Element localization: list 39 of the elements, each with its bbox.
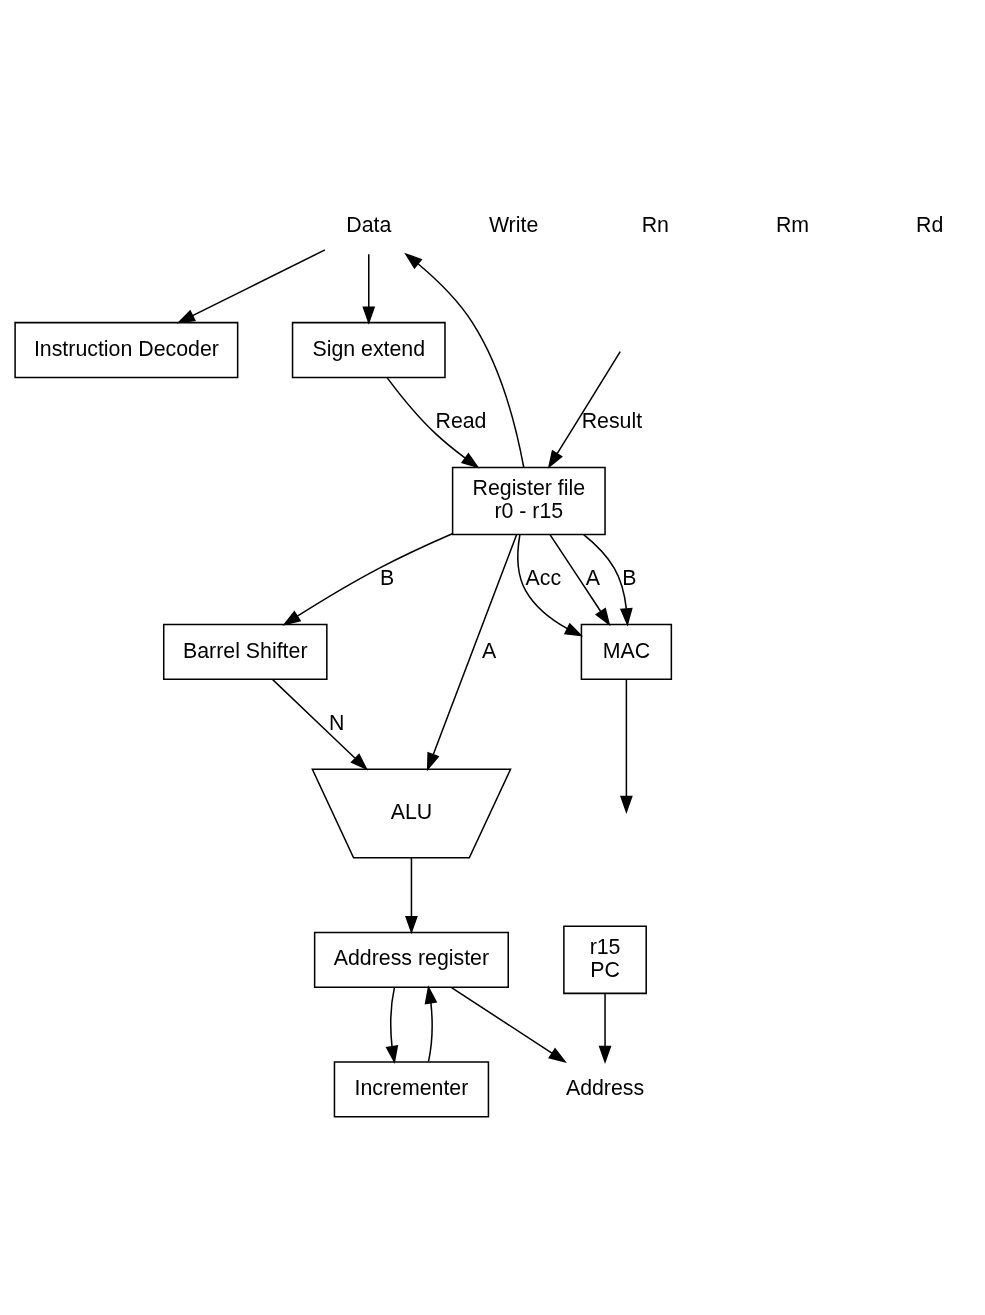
arrow: [281, 532, 453, 626]
edge-label: Acc: [525, 565, 561, 590]
label: Write: [488, 212, 538, 237]
arrow: [404, 856, 418, 934]
edge-label: B: [379, 565, 394, 590]
edge-label: Read: [434, 408, 486, 433]
node-text: Data: [345, 212, 391, 237]
label: Rn: [641, 212, 669, 237]
arrow: [385, 986, 398, 1064]
node-box: Barrel Shifter: [162, 623, 328, 680]
arrow: [271, 678, 368, 771]
arrow: [426, 533, 517, 771]
node-box: Sign extend: [291, 321, 446, 378]
node-box: Register file r0 - r15: [451, 466, 606, 535]
arrow: [450, 986, 567, 1063]
arrow: [598, 992, 611, 1064]
label: Rm: [775, 212, 809, 237]
node-box: r15 PC: [562, 925, 647, 994]
edge-label: Result: [581, 408, 642, 433]
arrow: [548, 533, 610, 626]
edge-label: A: [481, 638, 496, 663]
node-box: Address register: [313, 931, 509, 988]
node-box: Instruction Decoder: [13, 321, 238, 378]
arrow: [176, 248, 326, 323]
node-box: Incrementer: [333, 1060, 489, 1118]
edge-label: N: [328, 710, 344, 735]
arrow: [582, 533, 633, 627]
edge-label: B: [621, 565, 637, 590]
arrow: [619, 678, 633, 814]
arrow: [361, 253, 375, 325]
label: Rd: [915, 212, 943, 237]
arrow: [516, 533, 583, 637]
arrow: [424, 984, 437, 1062]
node-text: Address: [565, 1075, 644, 1100]
node-box: MAC: [580, 623, 672, 680]
arrow: [403, 252, 524, 468]
arrow: [547, 350, 621, 469]
edge-label: A: [585, 565, 600, 590]
arrow: [385, 376, 480, 468]
